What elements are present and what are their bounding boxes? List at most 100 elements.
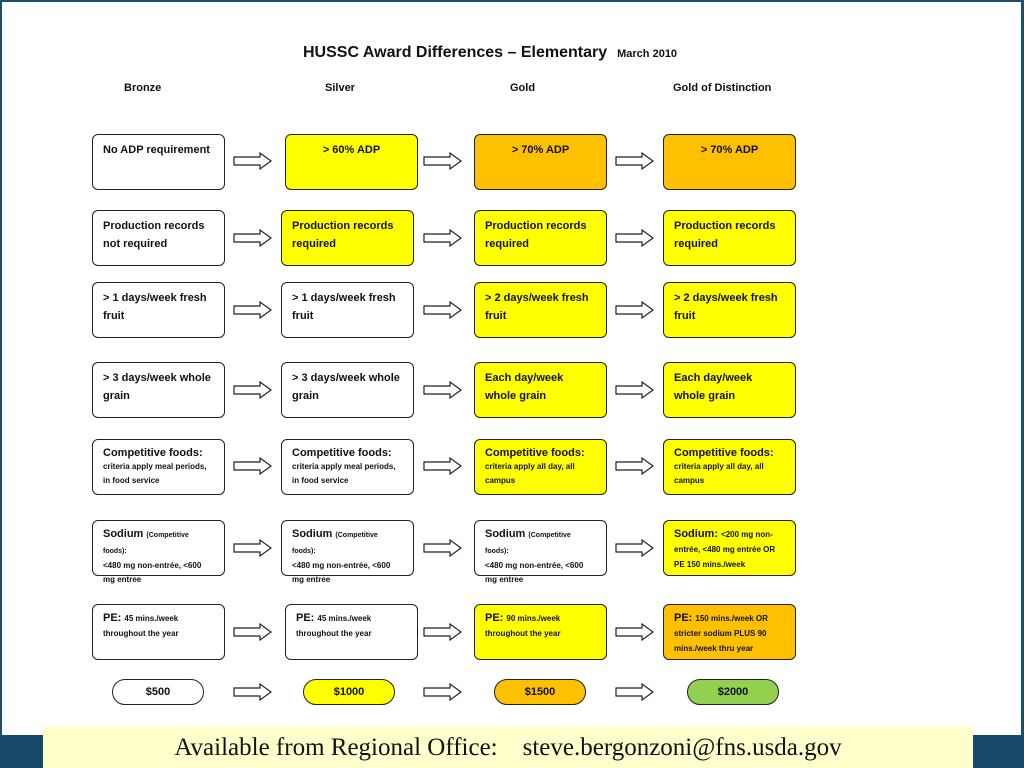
box-gold-pe: PE: 90 mins./week throughout the year — [474, 604, 607, 660]
box-gold-grain: Each day/week whole grain — [474, 362, 607, 418]
box-text: > 3 days/week whole grain — [103, 372, 211, 402]
flow-arrow — [423, 622, 463, 642]
box-detail: criteria apply meal periods, in food ser… — [292, 462, 396, 485]
flow-arrow — [615, 682, 655, 702]
box-heading: PE: — [103, 612, 122, 624]
box-text: > 1 days/week fresh fruit — [103, 292, 207, 322]
box-bronze-competitive: Competitive foods:criteria apply meal pe… — [92, 439, 225, 495]
box-god-competitive: Competitive foods: criteria apply all day… — [663, 439, 796, 495]
box-bronze-production: Production records not required — [92, 210, 225, 266]
box-detail: 150 mins./week OR stricter sodium PLUS 9… — [674, 614, 768, 653]
title-date: March 2010 — [617, 48, 678, 60]
box-gold-production: Production records required — [474, 210, 607, 266]
flow-arrow — [233, 228, 273, 248]
box-text: Production records required — [674, 220, 776, 250]
flow-arrow — [233, 682, 273, 702]
frame-right — [1021, 0, 1024, 768]
box-text: > 2 days/week fresh fruit — [674, 292, 778, 322]
col-head-silver: Silver — [325, 82, 355, 94]
box-detail: 90 mins./week throughout the year — [485, 614, 561, 638]
flow-arrow — [615, 622, 655, 642]
flow-arrow — [615, 228, 655, 248]
box-gold-adp: > 70% ADP — [474, 134, 607, 190]
box-text: > 3 days/week whole grain — [292, 372, 400, 402]
box-silver-pe: PE: 45 mins./week throughout the year — [285, 604, 418, 660]
flow-arrow — [233, 300, 273, 320]
box-heading: Sodium — [103, 528, 144, 540]
box-god-fruit: > 2 days/week fresh fruit — [663, 282, 796, 338]
box-detail: <200 mg non-entrée, <480 mg entrée OR PE… — [674, 530, 776, 569]
box-text: > 70% ADP — [700, 144, 759, 156]
box-detail: <480 mg non-entrée, <600 mg entree — [103, 561, 202, 584]
box-heading: Competitive foods: — [292, 447, 392, 459]
box-heading: Sodium — [485, 528, 526, 540]
box-text: > 2 days/week fresh fruit — [485, 292, 589, 322]
flow-arrow — [615, 300, 655, 320]
box-god-grain: Each day/week whole grain — [663, 362, 796, 418]
box-bronze-sodium: Sodium (Competitive foods): <480 mg non-e… — [92, 520, 225, 584]
title-text: HUSSC Award Differences – Elementary — [303, 44, 608, 61]
box-tag: (Competitive foods): — [103, 532, 189, 555]
flow-arrow — [615, 538, 655, 558]
box-bronze-fruit: > 1 days/week fresh fruit — [92, 282, 225, 338]
box-tag: (Competitive foods): — [292, 532, 378, 555]
flow-arrow — [615, 151, 655, 171]
box-heading: PE: — [674, 612, 693, 624]
flow-arrow — [615, 380, 655, 400]
box-heading: PE: — [296, 612, 315, 624]
box-god-production: Production records required — [663, 210, 796, 266]
box-detail: 45 mins./week throughout the year — [103, 614, 179, 638]
award-silver: $1000 — [303, 679, 395, 705]
box-detail: <480 mg non-entrée, <600 mg entree — [485, 561, 584, 584]
box-text: Production records not required — [103, 220, 205, 250]
box-detail: criteria apply all day, all campus — [485, 462, 575, 485]
box-bronze-adp: No ADP requirement — [92, 134, 225, 190]
flow-arrow — [233, 538, 273, 558]
flow-arrow — [233, 151, 273, 171]
flow-arrow — [615, 456, 655, 476]
box-text: > 60% ADP — [322, 144, 381, 156]
box-silver-production: Production records required — [281, 210, 414, 266]
flow-arrow — [423, 228, 463, 248]
box-text: Production records required — [292, 220, 394, 250]
col-head-gold-of-distinction: Gold of Distinction — [673, 82, 772, 94]
box-gold-competitive: Competitive foods: criteria apply all day… — [474, 439, 607, 495]
flow-arrow — [423, 538, 463, 558]
box-silver-competitive: Competitive foods: criteria apply meal pe… — [281, 439, 414, 495]
box-text: Each day/week whole grain — [485, 372, 564, 402]
box-text: Production records required — [485, 220, 587, 250]
flow-arrow — [423, 380, 463, 400]
award-bronze: $500 — [112, 679, 204, 705]
flow-arrow — [423, 456, 463, 476]
flow-arrow — [233, 622, 273, 642]
box-tag: (Competitive foods): — [485, 532, 571, 555]
box-heading: Competitive foods: — [674, 447, 774, 459]
box-silver-sodium: Sodium (Competitive foods):<480 mg non-e… — [281, 520, 414, 584]
col-head-gold: Gold — [510, 82, 536, 94]
col-head-bronze: Bronze — [124, 82, 162, 94]
box-text: > 1 days/week fresh fruit — [292, 292, 396, 322]
flow-arrow — [423, 300, 463, 320]
box-detail: 45 mins./week throughout the year — [296, 614, 372, 638]
box-heading: PE: — [485, 612, 504, 624]
box-text: No ADP requirement — [103, 144, 210, 156]
box-silver-fruit: > 1 days/week fresh fruit — [281, 282, 414, 338]
box-god-adp: > 70% ADP — [663, 134, 796, 190]
box-silver-grain: > 3 days/week whole grain — [281, 362, 414, 418]
box-text: Each day/week whole grain — [674, 372, 753, 402]
box-gold-fruit: > 2 days/week fresh fruit — [474, 282, 607, 338]
frame-left — [0, 0, 2, 768]
box-god-pe: PE: 150 mins./week OR stricter sodium PL… — [663, 604, 796, 660]
box-detail: criteria apply all day, all campus — [674, 462, 764, 485]
box-gold-sodium: Sodium (Competitive foods): <480 mg non-e… — [474, 520, 607, 584]
box-bronze-grain: > 3 days/week whole grain — [92, 362, 225, 418]
flow-arrow — [423, 682, 463, 702]
box-text: > 70% ADP — [511, 144, 570, 156]
flow-arrow — [233, 456, 273, 476]
box-bronze-pe: PE: 45 mins./week throughout the year — [92, 604, 225, 660]
frame-top — [0, 0, 1024, 2]
box-heading: Competitive foods: — [485, 447, 585, 459]
box-god-sodium: Sodium: <200 mg non-entrée, <480 mg entr… — [663, 520, 796, 576]
footer-banner: Available from Regional Office: steve.be… — [43, 727, 973, 768]
box-detail: criteria apply meal periods, in food ser… — [103, 462, 207, 485]
